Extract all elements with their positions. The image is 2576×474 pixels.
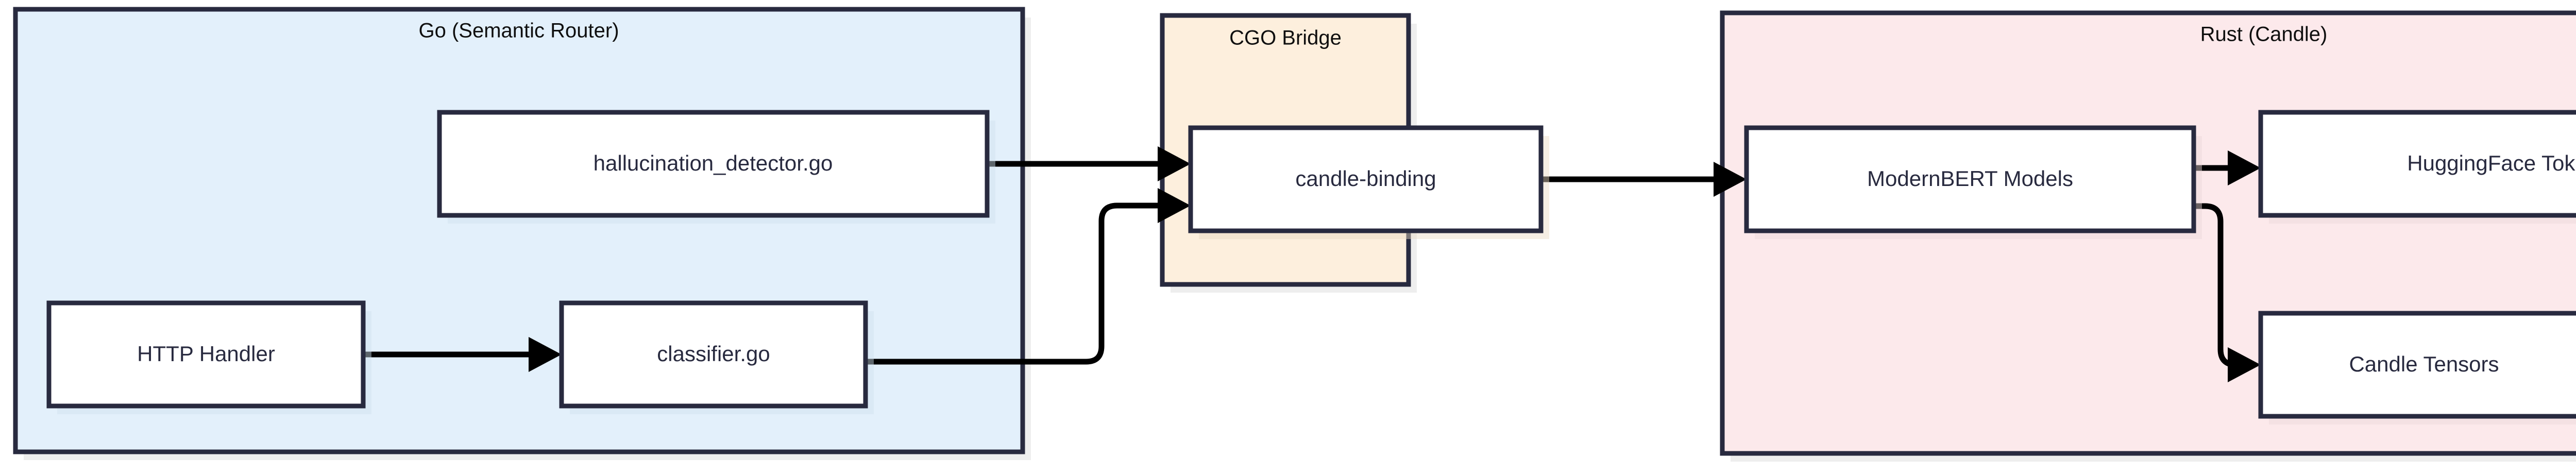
edge-modernbert-to-hf-tokenizers [2194,150,2261,185]
cluster-rust-label: Rust (Candle) [2200,23,2328,46]
node-rect [437,110,990,218]
arrowhead-icon [2228,347,2261,382]
node-label: HuggingFace Tokenizers [2407,151,2576,175]
node-hallucination-detector[interactable]: hallucination_detector.go [437,110,990,218]
edge-modernbert-to-candle-tensors [2194,203,2261,382]
node-label: ModernBERT Models [1867,166,2073,191]
node-modernbert[interactable]: ModernBERT Models [1744,125,2196,233]
node-http-handler[interactable]: HTTP Handler [46,300,366,409]
cluster-cgo-label: CGO Bridge [1229,27,1342,49]
node-label: classifier.go [657,342,770,366]
node-label: HTTP Handler [137,342,275,366]
arrowhead-icon [2228,150,2261,185]
arrowhead-icon [1158,188,1191,223]
node-label: candle-binding [1295,166,1436,191]
node-label: Candle Tensors [2349,352,2499,376]
node-candle-tensors[interactable]: Candle Tensors [2258,311,2576,419]
edge-classifier-to-candle-binding [866,188,1191,365]
arrowhead-icon [1714,162,1747,197]
node-label: hallucination_detector.go [594,151,833,175]
node-rect [559,300,868,409]
edge-hallucination-detector-to-candle-binding [987,146,1191,181]
node-rect [1744,125,2196,233]
node-rect [1188,125,1544,233]
node-hf-tokenizers[interactable]: HuggingFace Tokenizers [2258,110,2576,218]
arrowhead-icon [529,337,562,372]
arrowhead-icon [1158,146,1191,181]
edges [363,146,2261,382]
node-candle-binding[interactable]: candle-binding [1188,125,1544,233]
node-rect [46,300,366,409]
cluster-go-label: Go (Semantic Router) [418,20,619,42]
node-classifier[interactable]: classifier.go [559,300,868,409]
edge-line [866,202,1168,365]
edge-http-handler-to-classifier [363,337,562,372]
edge-candle-binding-to-modernbert [1541,162,1747,197]
node-rect [2258,311,2576,419]
node-rect [2258,110,2576,218]
